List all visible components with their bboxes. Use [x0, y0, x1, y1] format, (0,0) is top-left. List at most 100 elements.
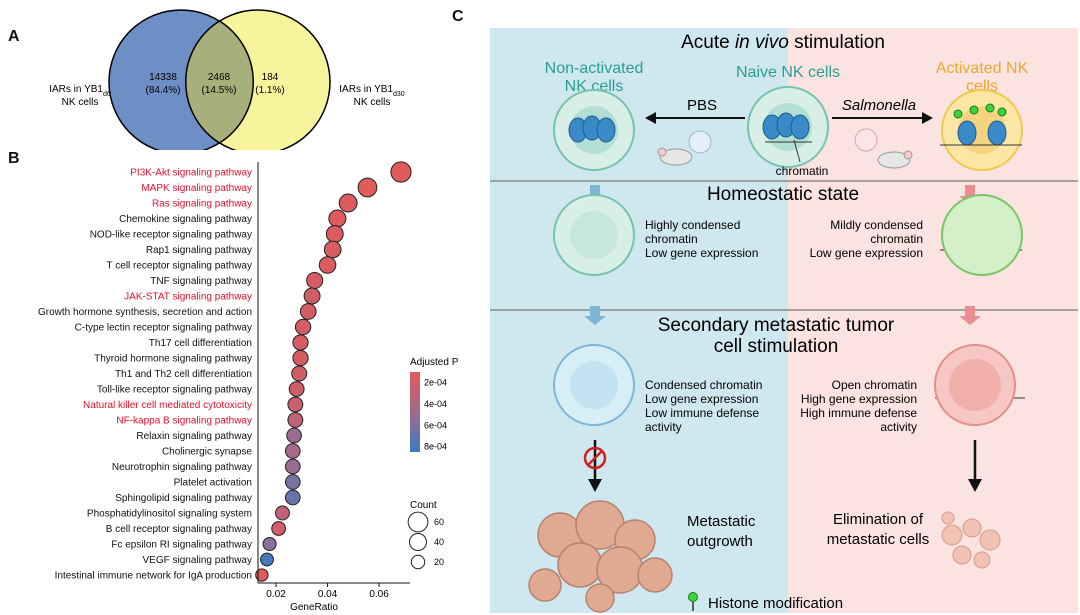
pathway-dot — [338, 193, 358, 213]
tumor-cluster-icon — [528, 500, 673, 613]
non-activated-cell — [553, 89, 635, 171]
pathway-label: Natural killer cell mediated cytotoxicit… — [83, 400, 252, 411]
pathway-label: Th17 cell differentiation — [149, 338, 252, 349]
pathway-dot — [303, 287, 321, 305]
panel-letter-b: B — [8, 150, 20, 167]
pathway-dot — [284, 474, 301, 490]
venn-overlap-pct: (14.5%) — [201, 85, 236, 96]
pathway-dot — [284, 489, 301, 506]
pathway-dot — [292, 349, 309, 367]
x-axis-title: GeneRatio — [290, 602, 338, 613]
left-homeo-text-3: Low gene expression — [645, 246, 758, 260]
color-legend-title: Adjusted P — [410, 357, 459, 368]
pathway-dot — [306, 271, 324, 290]
venn-left-label-2: NK cells — [62, 97, 99, 108]
non-activated-label: Non-activated — [545, 60, 644, 77]
pathway-label: JAK-STAT signaling pathway — [124, 292, 252, 303]
non-activated-label-2: NK cells — [565, 78, 624, 95]
prohibited-icon — [583, 446, 607, 470]
pathway-dot — [357, 177, 378, 198]
homeostatic-left-cell — [553, 194, 635, 276]
color-legend-bar — [410, 372, 420, 452]
pathway-dot — [291, 365, 308, 382]
pathway-label: Growth hormone synthesis, secretion and … — [38, 307, 252, 318]
pathway-dot — [325, 225, 344, 243]
pathway-label: T cell receptor signaling pathway — [107, 261, 252, 272]
pathway-dot — [284, 443, 301, 459]
chromatin-icon — [568, 112, 1008, 398]
pathway-label: Cholinergic synapse — [162, 447, 252, 458]
down-arrow-left-1 — [584, 185, 606, 205]
right-sec-text-2: High gene expression — [801, 392, 917, 406]
pathway-dot — [287, 412, 304, 428]
left-sec-text-3: Low immune defense — [645, 406, 759, 420]
pathway-dot — [294, 318, 312, 336]
activated-label: Activated NK — [936, 60, 1029, 77]
venn-left-pct: (84.4%) — [145, 85, 180, 96]
salmonella-label: Salmonella — [842, 97, 916, 114]
pathway-label: NF-kappa B signaling pathway — [116, 416, 252, 427]
activated-cell — [941, 89, 1023, 171]
pathway-dot — [318, 256, 337, 274]
pathway-label: Neurotrophin signaling pathway — [112, 462, 252, 473]
pathway-dot — [287, 396, 304, 413]
left-homeo-text-2: chromatin — [645, 232, 698, 246]
venn-right-count: 184 — [262, 72, 279, 83]
histone-legend-label: Histone modification — [708, 595, 843, 612]
pathway-dot — [390, 161, 412, 183]
pathway-label: Fc epsilon RI signaling pathway — [111, 540, 252, 551]
panel-letter-c: C — [452, 8, 464, 25]
pathway-label: Relaxin signaling pathway — [136, 431, 252, 442]
color-legend-label: 6e-04 — [424, 420, 447, 430]
pathway-label: Intestinal immune network for IgA produc… — [55, 571, 252, 582]
right-sec-text-4: activity — [880, 420, 917, 434]
left-sec-text-1: Condensed chromatin — [645, 378, 762, 392]
pathway-label: Thyroid hormone signaling pathway — [94, 354, 252, 365]
venn-diagram: 14338 (84.4%) 2468 (14.5%) 184 (1.1%) IA… — [49, 9, 405, 150]
venn-overlap — [185, 20, 254, 144]
pbs-label: PBS — [687, 97, 717, 114]
down-arrow-left-2 — [584, 306, 606, 325]
pathway-label: Rap1 signaling pathway — [146, 245, 252, 256]
left-background — [490, 28, 788, 613]
secondary-title-1: Secondary metastatic tumor — [658, 315, 895, 336]
pathway-dot — [288, 381, 305, 397]
color-legend-label: 8e-04 — [424, 442, 447, 452]
pathway-label: TNF signaling pathway — [150, 276, 252, 287]
panel-letter-a: A — [8, 28, 20, 45]
pathway-label: C-type lectin receptor signaling pathway — [75, 323, 252, 334]
mouse-icon — [657, 128, 913, 169]
homeostatic-right-cell — [941, 194, 1023, 276]
down-arrow-right-1 — [959, 185, 981, 205]
size-legend-title: Count — [410, 500, 437, 511]
activated-label-2: cells — [966, 78, 998, 95]
venn-right-label-2: NK cells — [354, 97, 391, 108]
left-sec-text-2: Low gene expression — [645, 392, 758, 406]
pathway-dot — [323, 240, 342, 259]
pathway-dot — [260, 552, 274, 567]
naive-cell — [747, 86, 829, 168]
acute-stimulation-title: Acute in vivo stimulation — [681, 32, 885, 53]
secondary-right-cell — [934, 344, 1016, 426]
pathway-dot — [299, 303, 317, 320]
right-sec-text-1: Open chromatin — [832, 378, 917, 392]
elimination-label-1: Elimination of — [833, 511, 924, 528]
pathway-label: Platelet activation — [174, 478, 252, 489]
pathway-dot — [286, 427, 302, 444]
venn-left-count: 14338 — [149, 72, 177, 83]
size-legend-circle — [407, 511, 429, 533]
right-homeo-text-3: Low gene expression — [810, 246, 923, 260]
pathway-label: Th1 and Th2 cell differentiation — [115, 369, 252, 380]
x-tick-label: 0.02 — [266, 589, 286, 600]
size-legend-label: 60 — [434, 517, 444, 527]
pathway-dot — [284, 458, 301, 475]
venn-right-pct: (1.1%) — [255, 85, 284, 96]
pathway-label: Ras signaling pathway — [152, 199, 252, 210]
size-legend-label: 20 — [434, 557, 444, 567]
elimination-label-2: metastatic cells — [827, 531, 930, 548]
homeostatic-title: Homeostatic state — [707, 184, 859, 205]
left-sec-text-4: activity — [645, 420, 682, 434]
right-homeo-text-2: chromatin — [870, 232, 923, 246]
pathway-label: Sphingolipid signaling pathway — [115, 493, 252, 504]
